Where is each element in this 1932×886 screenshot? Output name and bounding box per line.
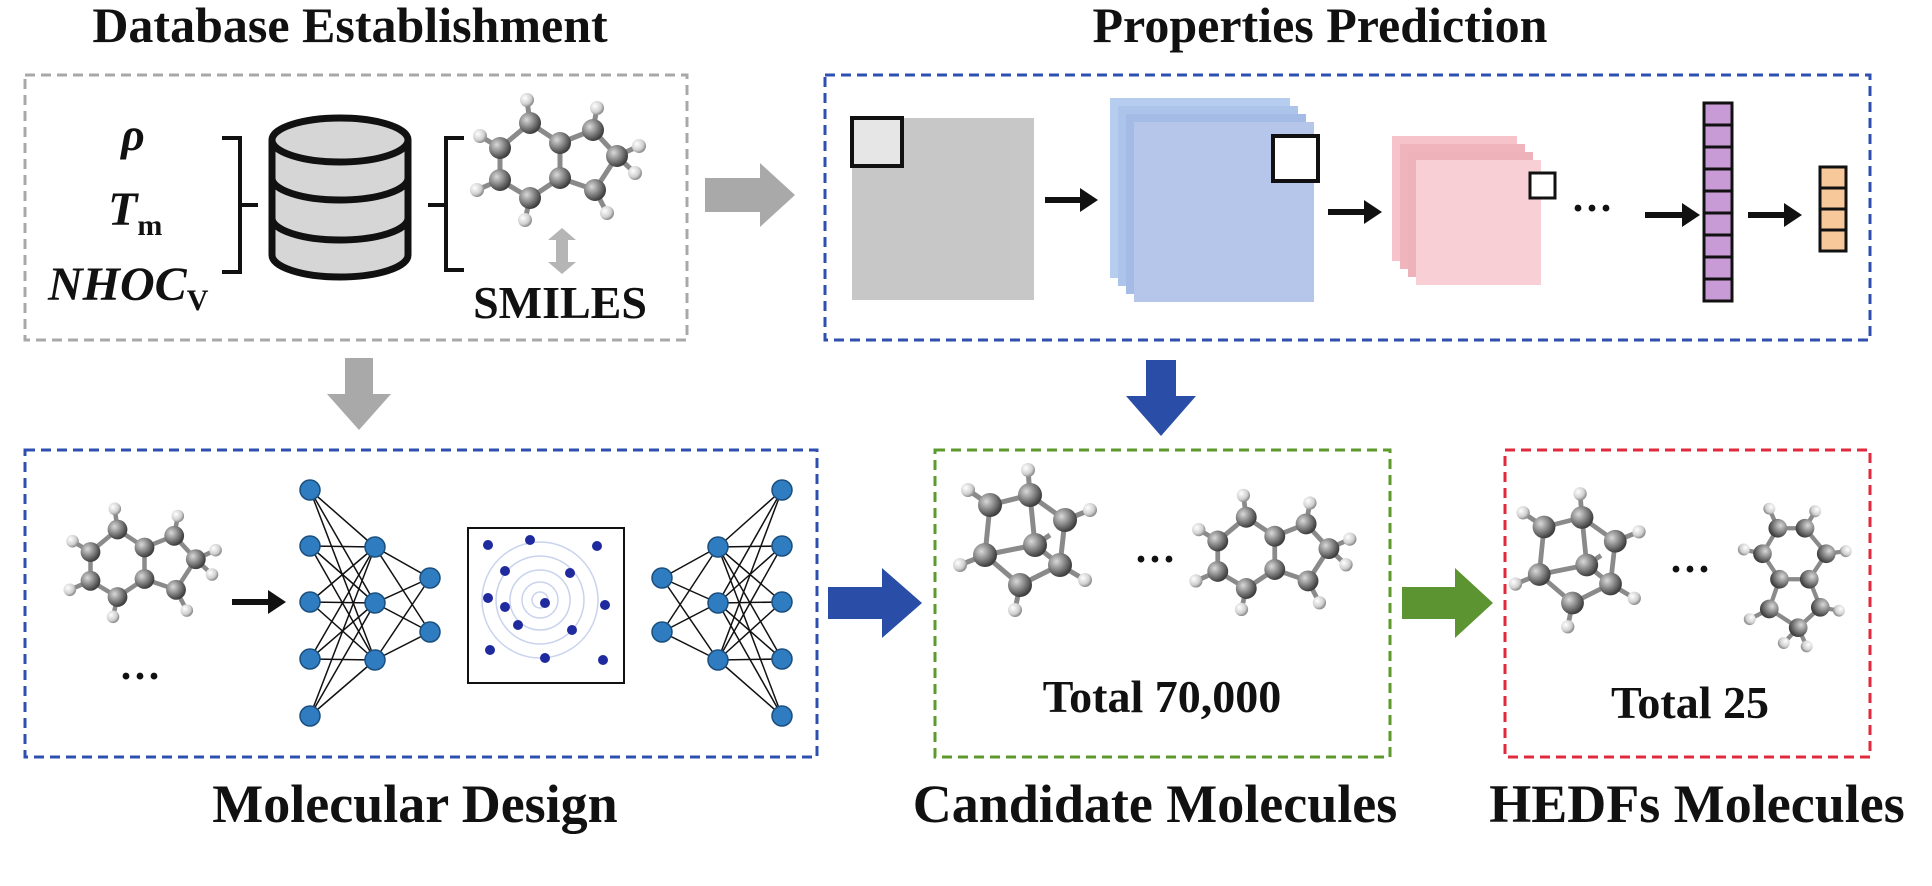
cnn-input-layer [850,116,1034,300]
encoder-connection [309,489,376,548]
candidate-molecule-1 [953,463,1097,617]
cnn-arrow-2 [1328,200,1382,224]
latent-space-box [467,527,625,684]
decoder-node [651,621,673,643]
tm-main: T [108,183,139,236]
smiles-label: SMILES [473,277,647,328]
database-establishment-title: Database Establishment [92,0,608,53]
encoder-connection [374,546,431,633]
decoder-node [771,479,793,501]
candidate-panel [933,448,1392,759]
cnn-conv-layer [1110,98,1320,302]
decoder-connection [717,601,783,661]
encoder-connection [374,577,431,661]
properties-panel [823,73,1872,342]
decoder-network [651,479,793,727]
encoder-node [299,591,321,613]
candidate-molecules-title: Candidate Molecules [913,774,1397,834]
encoder-node [299,479,321,501]
properties-bracket [222,136,258,274]
arrow-design-to-candidate [828,568,922,638]
encoder-node [299,535,321,557]
rho-label: ρ [119,109,145,160]
tm-subscript: m [137,209,162,242]
decoder-connection [661,577,719,661]
database-icon [268,114,412,281]
decoder-node [707,536,729,558]
decoder-connection [717,659,783,717]
decoder-node [771,705,793,727]
encoder-node [419,567,441,589]
decoder-node [771,591,793,613]
cnn-arrow-4 [1748,203,1802,227]
encoder-network [299,479,441,727]
encoder-node [299,705,321,727]
smiles-double-arrow [548,228,576,274]
arrow-to-candidate [1126,360,1196,436]
decoder-connection [661,546,719,633]
encoder-node [299,648,321,670]
design-arrow [232,590,286,614]
candidate-ellipsis: ··· [1134,537,1176,583]
encoder-node [364,536,386,558]
hedfs-ellipsis: ··· [1669,547,1711,593]
encoder-connection [309,546,376,603]
encoder-node [419,621,441,643]
hedfs-molecules-title: HEDFs Molecules [1489,774,1904,834]
cnn-arrow-3 [1645,203,1700,227]
cnn-pool-layer [1392,136,1557,285]
decoder-node [707,592,729,614]
encoder-connection [309,546,376,717]
design-input-molecule [63,503,221,624]
hedfs-total: Total 25 [1611,677,1769,728]
encoder-connection [309,546,376,660]
encoder-connection [309,602,376,717]
candidate-total: Total 70,000 [1043,671,1282,722]
decoder-node [771,648,793,670]
hedfs-molecule-2 [1738,503,1852,653]
arrow-to-hedfs [1402,568,1493,638]
encoder-connection [309,659,376,717]
molecular-design-panel [23,448,819,759]
design-ellipsis: ··· [119,654,161,700]
arrow-to-properties [705,163,795,227]
cnn-ellipsis: ··· [1571,186,1613,232]
encoder-connection [309,545,376,548]
cnn-dense-vector [1702,101,1734,303]
decoder-node [651,567,673,589]
cnn-output-vector [1818,165,1848,253]
decoder-node [707,649,729,671]
decoder-connection [717,489,783,548]
candidate-molecule-2 [1189,489,1356,616]
decoder-node [771,535,793,557]
arrow-to-design [327,358,391,430]
encoder-node [364,649,386,671]
database-molecule [470,93,646,227]
hedfs-panel [1503,448,1872,759]
decoder-connection [717,489,783,604]
encoder-node [364,592,386,614]
nhoc-subscript: V [187,284,209,317]
nhoc-main: NHOC [47,258,188,311]
decoder-connection [717,489,783,661]
hedfs-molecule-1 [1509,487,1646,633]
decoder-connection [717,545,783,661]
nhoc-label: NHOCV [47,258,209,317]
molecular-design-title: Molecular Design [212,774,617,834]
tm-label: Tm [108,183,162,242]
molecule-bracket [428,136,464,272]
cnn-arrow-1 [1045,188,1098,212]
properties-prediction-title: Properties Prediction [1093,0,1548,53]
database-panel [23,73,689,342]
